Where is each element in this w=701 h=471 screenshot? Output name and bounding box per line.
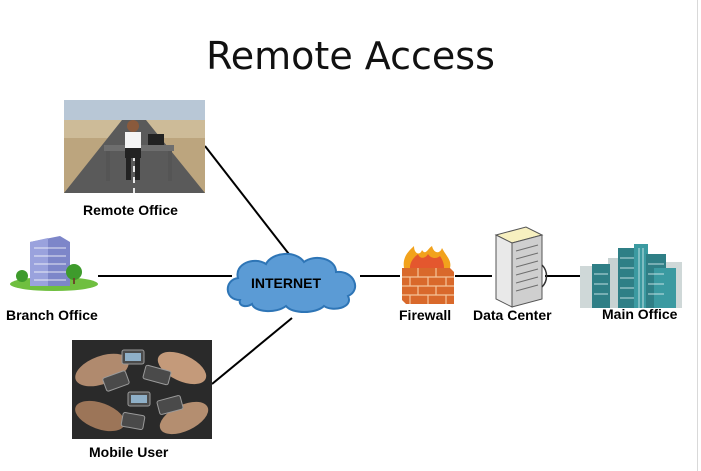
link-mobile-to-internet	[211, 317, 293, 385]
remote-office-photo	[64, 100, 205, 193]
main-office-label: Main Office	[602, 306, 678, 322]
firewall-icon	[402, 246, 454, 304]
skyscrapers-icon	[580, 244, 682, 308]
link-remote-to-internet	[204, 145, 293, 259]
mobile-user-photo	[72, 340, 212, 439]
server-rack-icon	[494, 226, 548, 308]
data-center-label: Data Center	[473, 307, 552, 323]
diagram-title: Remote Access	[206, 34, 495, 78]
office-building-icon	[10, 236, 98, 291]
remote-office-label: Remote Office	[83, 202, 178, 218]
internet-label: INTERNET	[251, 275, 321, 291]
mobile-user-label: Mobile User	[89, 444, 169, 460]
cloud-icon	[226, 253, 357, 313]
page-edge-divider	[697, 0, 698, 471]
branch-office-label: Branch Office	[6, 307, 98, 323]
firewall-label: Firewall	[399, 307, 452, 323]
